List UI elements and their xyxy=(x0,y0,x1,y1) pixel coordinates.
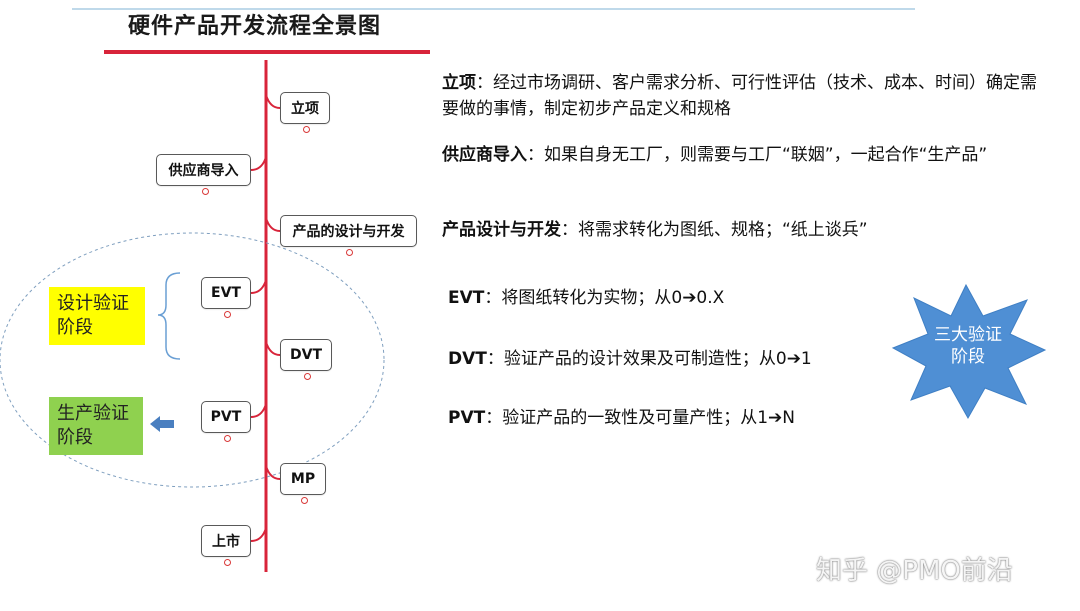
desc-evt: EVT：将图纸转化为实物；从0➔0.X xyxy=(448,285,888,311)
node-pvt[interactable]: PVT xyxy=(201,401,251,433)
desc-term: DVT xyxy=(448,349,487,369)
node-marker xyxy=(346,249,353,256)
brace xyxy=(157,272,181,360)
connector-pvt xyxy=(250,403,267,418)
verification-ellipse xyxy=(0,232,385,488)
desc-term: EVT xyxy=(448,288,485,308)
connector-lixiang xyxy=(265,94,281,109)
connector-mp xyxy=(265,465,281,480)
node-marker xyxy=(301,497,308,504)
node-mp[interactable]: MP xyxy=(280,463,326,495)
desc-term: 供应商导入 xyxy=(442,145,527,165)
desc-text: ：将需求转化为图纸、规格；“纸上谈兵” xyxy=(561,220,868,240)
node-marker xyxy=(202,188,209,195)
connector-design xyxy=(265,217,281,232)
desc-text: ：验证产品的设计效果及可制造性；从0➔1 xyxy=(486,349,812,369)
desc-text: ：经过市场调研、客户需求分析、可行性评估（技术、成本、时间）确定需要做的事情，制… xyxy=(442,73,1037,119)
desc-dvt: DVT：验证产品的设计效果及可制造性；从0➔1 xyxy=(448,346,888,372)
node-marker xyxy=(304,373,311,380)
node-marker xyxy=(224,435,231,442)
desc-term: 产品设计与开发 xyxy=(442,220,561,240)
node-marker xyxy=(224,559,231,566)
connector-launch xyxy=(250,527,267,542)
design-verification-tag: 设计验证阶段 xyxy=(49,287,145,345)
desc-text: ：验证产品的一致性及可量产性；从1➔N xyxy=(485,408,795,428)
node-marker xyxy=(303,126,310,133)
desc-term: 立项 xyxy=(442,73,476,93)
desc-term: PVT xyxy=(448,408,486,428)
page-title: 硬件产品开发流程全景图 xyxy=(128,14,382,39)
burst-star-shape xyxy=(891,283,1047,420)
node-supplier[interactable]: 供应商导入 xyxy=(156,154,251,186)
desc-design: 产品设计与开发：将需求转化为图纸、规格；“纸上谈兵” xyxy=(442,217,1042,243)
desc-text: ：将图纸转化为实物；从0➔0.X xyxy=(484,288,725,308)
production-verification-tag: 生产验证阶段 xyxy=(49,397,143,455)
connector-evt xyxy=(250,279,267,294)
desc-lixiang: 立项：经过市场调研、客户需求分析、可行性评估（技术、成本、时间）确定需要做的事情… xyxy=(442,70,1042,122)
node-product-design[interactable]: 产品的设计与开发 xyxy=(280,215,417,247)
node-lixiang[interactable]: 立项 xyxy=(280,92,330,124)
node-dvt[interactable]: DVT xyxy=(280,339,332,371)
watermark: 知乎 @PMO前沿 xyxy=(816,556,1013,586)
connector-supplier xyxy=(250,156,267,171)
connector-dvt xyxy=(265,341,281,356)
node-evt[interactable]: EVT xyxy=(201,277,251,309)
node-launch[interactable]: 上市 xyxy=(201,525,251,557)
node-marker xyxy=(224,311,231,318)
desc-pvt: PVT：验证产品的一致性及可量产性；从1➔N xyxy=(448,405,888,431)
left-arrow-icon xyxy=(150,416,174,432)
burst-label: 三大验证阶段 xyxy=(934,325,1002,367)
desc-text: ：如果自身无工厂，则需要与工厂“联姻”，一起合作“生产品” xyxy=(527,145,988,165)
desc-supplier: 供应商导入：如果自身无工厂，则需要与工厂“联姻”，一起合作“生产品” xyxy=(442,142,1032,168)
